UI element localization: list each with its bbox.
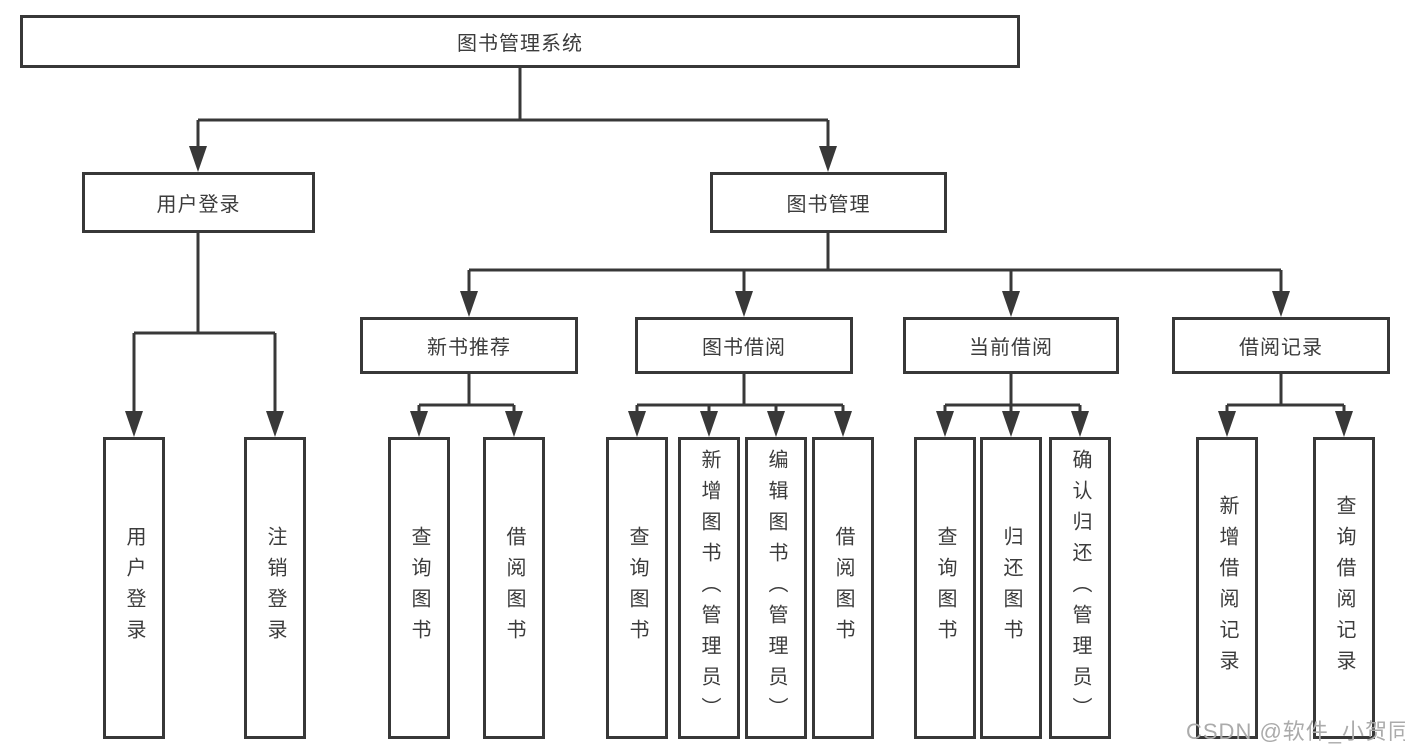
connector-bookmgmt-to-level3	[467, 233, 1283, 293]
arrow-down-icon	[1218, 411, 1236, 437]
arrow-down-icon	[1002, 291, 1020, 317]
node-borrow-record: 借阅记录	[1172, 317, 1390, 374]
node-label: 归还图书	[1000, 526, 1022, 650]
node-label: 查询借阅记录	[1333, 495, 1355, 681]
arrow-down-icon	[410, 411, 428, 437]
connector-userlogin-to-leaves	[132, 233, 277, 413]
arrow-down-icon	[834, 411, 852, 437]
arrow-down-icon	[266, 411, 284, 437]
arrow-down-icon	[767, 411, 785, 437]
arrow-down-icon	[1272, 291, 1290, 317]
leaf-user-login: 用户登录	[103, 437, 165, 739]
connector-bookborrow-to-leaves	[635, 374, 845, 413]
node-label: 图书借阅	[702, 337, 786, 359]
node-book-management-module: 图书管理	[710, 172, 947, 233]
leaf-logout: 注销登录	[244, 437, 306, 739]
arrow-down-icon	[735, 291, 753, 317]
watermark: CSDN @软件_小贺同学	[1186, 719, 1405, 744]
leaf-add-borrow-record: 新增借阅记录	[1196, 437, 1258, 739]
arrow-down-icon	[628, 411, 646, 437]
node-label: 确认归还（管理员）	[1069, 448, 1091, 728]
connector-borrowrecord-to-leaves	[1225, 374, 1346, 413]
node-label: 新书推荐	[427, 337, 511, 359]
leaf-confirm-return-admin: 确认归还（管理员）	[1049, 437, 1111, 739]
node-label: 图书管理系统	[457, 33, 583, 55]
arrow-down-icon	[1071, 411, 1089, 437]
arrow-down-icon	[1335, 411, 1353, 437]
node-label: 查询图书	[626, 526, 648, 650]
arrowhead-icons	[125, 146, 1353, 437]
leaf-edit-books-admin: 编辑图书（管理员）	[745, 437, 807, 739]
arrow-down-icon	[125, 411, 143, 437]
connector-newbook-to-leaves	[417, 374, 516, 413]
leaf-borrow-books-2: 借阅图书	[812, 437, 874, 739]
node-user-login-module: 用户登录	[82, 172, 315, 233]
arrow-down-icon	[819, 146, 837, 172]
node-label: 借阅图书	[832, 526, 854, 650]
leaf-borrow-books-1: 借阅图书	[483, 437, 545, 739]
node-label: 用户登录	[123, 526, 145, 650]
node-label: 查询图书	[408, 526, 430, 650]
node-book-borrow: 图书借阅	[635, 317, 853, 374]
node-label: 新增图书（管理员）	[698, 448, 720, 728]
node-root-library-system: 图书管理系统	[20, 15, 1020, 68]
connector-currentborrow-to-leaves	[943, 374, 1082, 413]
node-label: 查询图书	[934, 526, 956, 650]
node-label: 借阅记录	[1239, 337, 1323, 359]
node-label: 注销登录	[264, 526, 286, 650]
node-label: 编辑图书（管理员）	[765, 448, 787, 728]
node-current-borrow: 当前借阅	[903, 317, 1119, 374]
arrow-down-icon	[505, 411, 523, 437]
node-new-book-recommend: 新书推荐	[360, 317, 578, 374]
node-label: 借阅图书	[503, 526, 525, 650]
node-label: 图书管理	[786, 194, 871, 216]
node-label: 当前借阅	[969, 337, 1053, 359]
node-label: 用户登录	[156, 194, 241, 216]
leaf-query-books-2: 查询图书	[606, 437, 668, 739]
leaf-query-borrow-record: 查询借阅记录	[1313, 437, 1375, 739]
node-label: 新增借阅记录	[1216, 495, 1238, 681]
arrow-down-icon	[1002, 411, 1020, 437]
arrow-down-icon	[936, 411, 954, 437]
connector-root-to-level2	[196, 68, 830, 148]
leaf-add-books-admin: 新增图书（管理员）	[678, 437, 740, 739]
leaf-return-books: 归还图书	[980, 437, 1042, 739]
connector-paths	[132, 68, 1346, 413]
arrow-down-icon	[700, 411, 718, 437]
leaf-query-books-3: 查询图书	[914, 437, 976, 739]
leaf-query-books-1: 查询图书	[388, 437, 450, 739]
arrow-down-icon	[189, 146, 207, 172]
arrow-down-icon	[460, 291, 478, 317]
